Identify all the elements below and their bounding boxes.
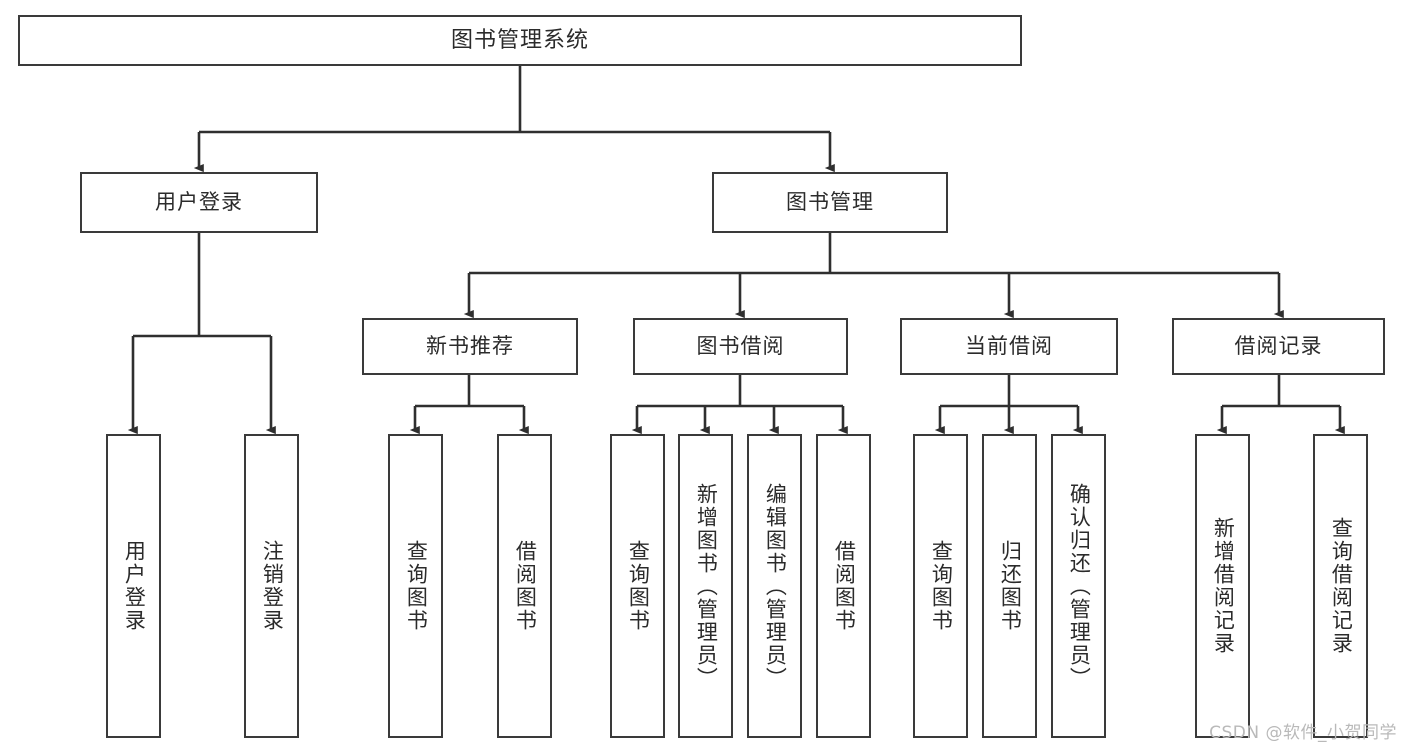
leaf-borrow-query-book[interactable]: 查询图书 bbox=[610, 434, 665, 738]
node-label: 查询借阅记录 bbox=[1329, 517, 1354, 655]
leaf-borrow-borrow-book[interactable]: 借阅图书 bbox=[816, 434, 871, 738]
node-label: 新书推荐 bbox=[426, 334, 514, 359]
leaf-current-return-book[interactable]: 归还图书 bbox=[982, 434, 1037, 738]
node-label: 编辑图书（管理员） bbox=[763, 482, 788, 690]
node-label: 用户登录 bbox=[122, 540, 147, 632]
node-borrow-record[interactable]: 借阅记录 bbox=[1172, 318, 1385, 375]
leaf-borrow-add-book-admin[interactable]: 新增图书（管理员） bbox=[678, 434, 733, 738]
leaf-recommend-query-book[interactable]: 查询图书 bbox=[388, 434, 443, 738]
node-label: 当前借阅 bbox=[965, 334, 1053, 359]
node-current-borrow[interactable]: 当前借阅 bbox=[900, 318, 1118, 375]
node-label: 新增借阅记录 bbox=[1211, 517, 1236, 655]
node-label: 查询图书 bbox=[626, 540, 651, 632]
node-label: 确认归还（管理员） bbox=[1067, 482, 1092, 690]
leaf-user-login-logout[interactable]: 注销登录 bbox=[244, 434, 299, 738]
node-label: 借阅图书 bbox=[513, 540, 538, 632]
node-label: 借阅图书 bbox=[832, 540, 857, 632]
leaf-current-confirm-return-admin[interactable]: 确认归还（管理员） bbox=[1051, 434, 1106, 738]
leaf-borrow-edit-book-admin[interactable]: 编辑图书（管理员） bbox=[747, 434, 802, 738]
node-user-login[interactable]: 用户登录 bbox=[80, 172, 318, 233]
node-label: 新增图书（管理员） bbox=[694, 482, 719, 690]
node-label: 图书借阅 bbox=[696, 334, 785, 359]
leaf-current-query-book[interactable]: 查询图书 bbox=[913, 434, 968, 738]
node-new-book-recommend[interactable]: 新书推荐 bbox=[362, 318, 578, 375]
node-label: 查询图书 bbox=[404, 540, 429, 632]
node-label: 查询图书 bbox=[929, 540, 954, 632]
node-label: 图书管理 bbox=[786, 190, 874, 215]
node-label: 归还图书 bbox=[998, 540, 1023, 632]
node-label: 图书管理系统 bbox=[450, 27, 589, 53]
node-label: 用户登录 bbox=[155, 190, 243, 215]
node-book-borrow[interactable]: 图书借阅 bbox=[633, 318, 848, 375]
node-root-system[interactable]: 图书管理系统 bbox=[18, 15, 1022, 66]
leaf-user-login-login[interactable]: 用户登录 bbox=[106, 434, 161, 738]
node-book-management[interactable]: 图书管理 bbox=[712, 172, 948, 233]
node-label: 注销登录 bbox=[260, 540, 285, 632]
leaf-record-query-record[interactable]: 查询借阅记录 bbox=[1313, 434, 1368, 738]
node-label: 借阅记录 bbox=[1234, 334, 1323, 359]
csdn-watermark: CSDN @软件_小贺同学 bbox=[1209, 723, 1397, 743]
leaf-recommend-borrow-book[interactable]: 借阅图书 bbox=[497, 434, 552, 738]
leaf-record-add-record[interactable]: 新增借阅记录 bbox=[1195, 434, 1250, 738]
